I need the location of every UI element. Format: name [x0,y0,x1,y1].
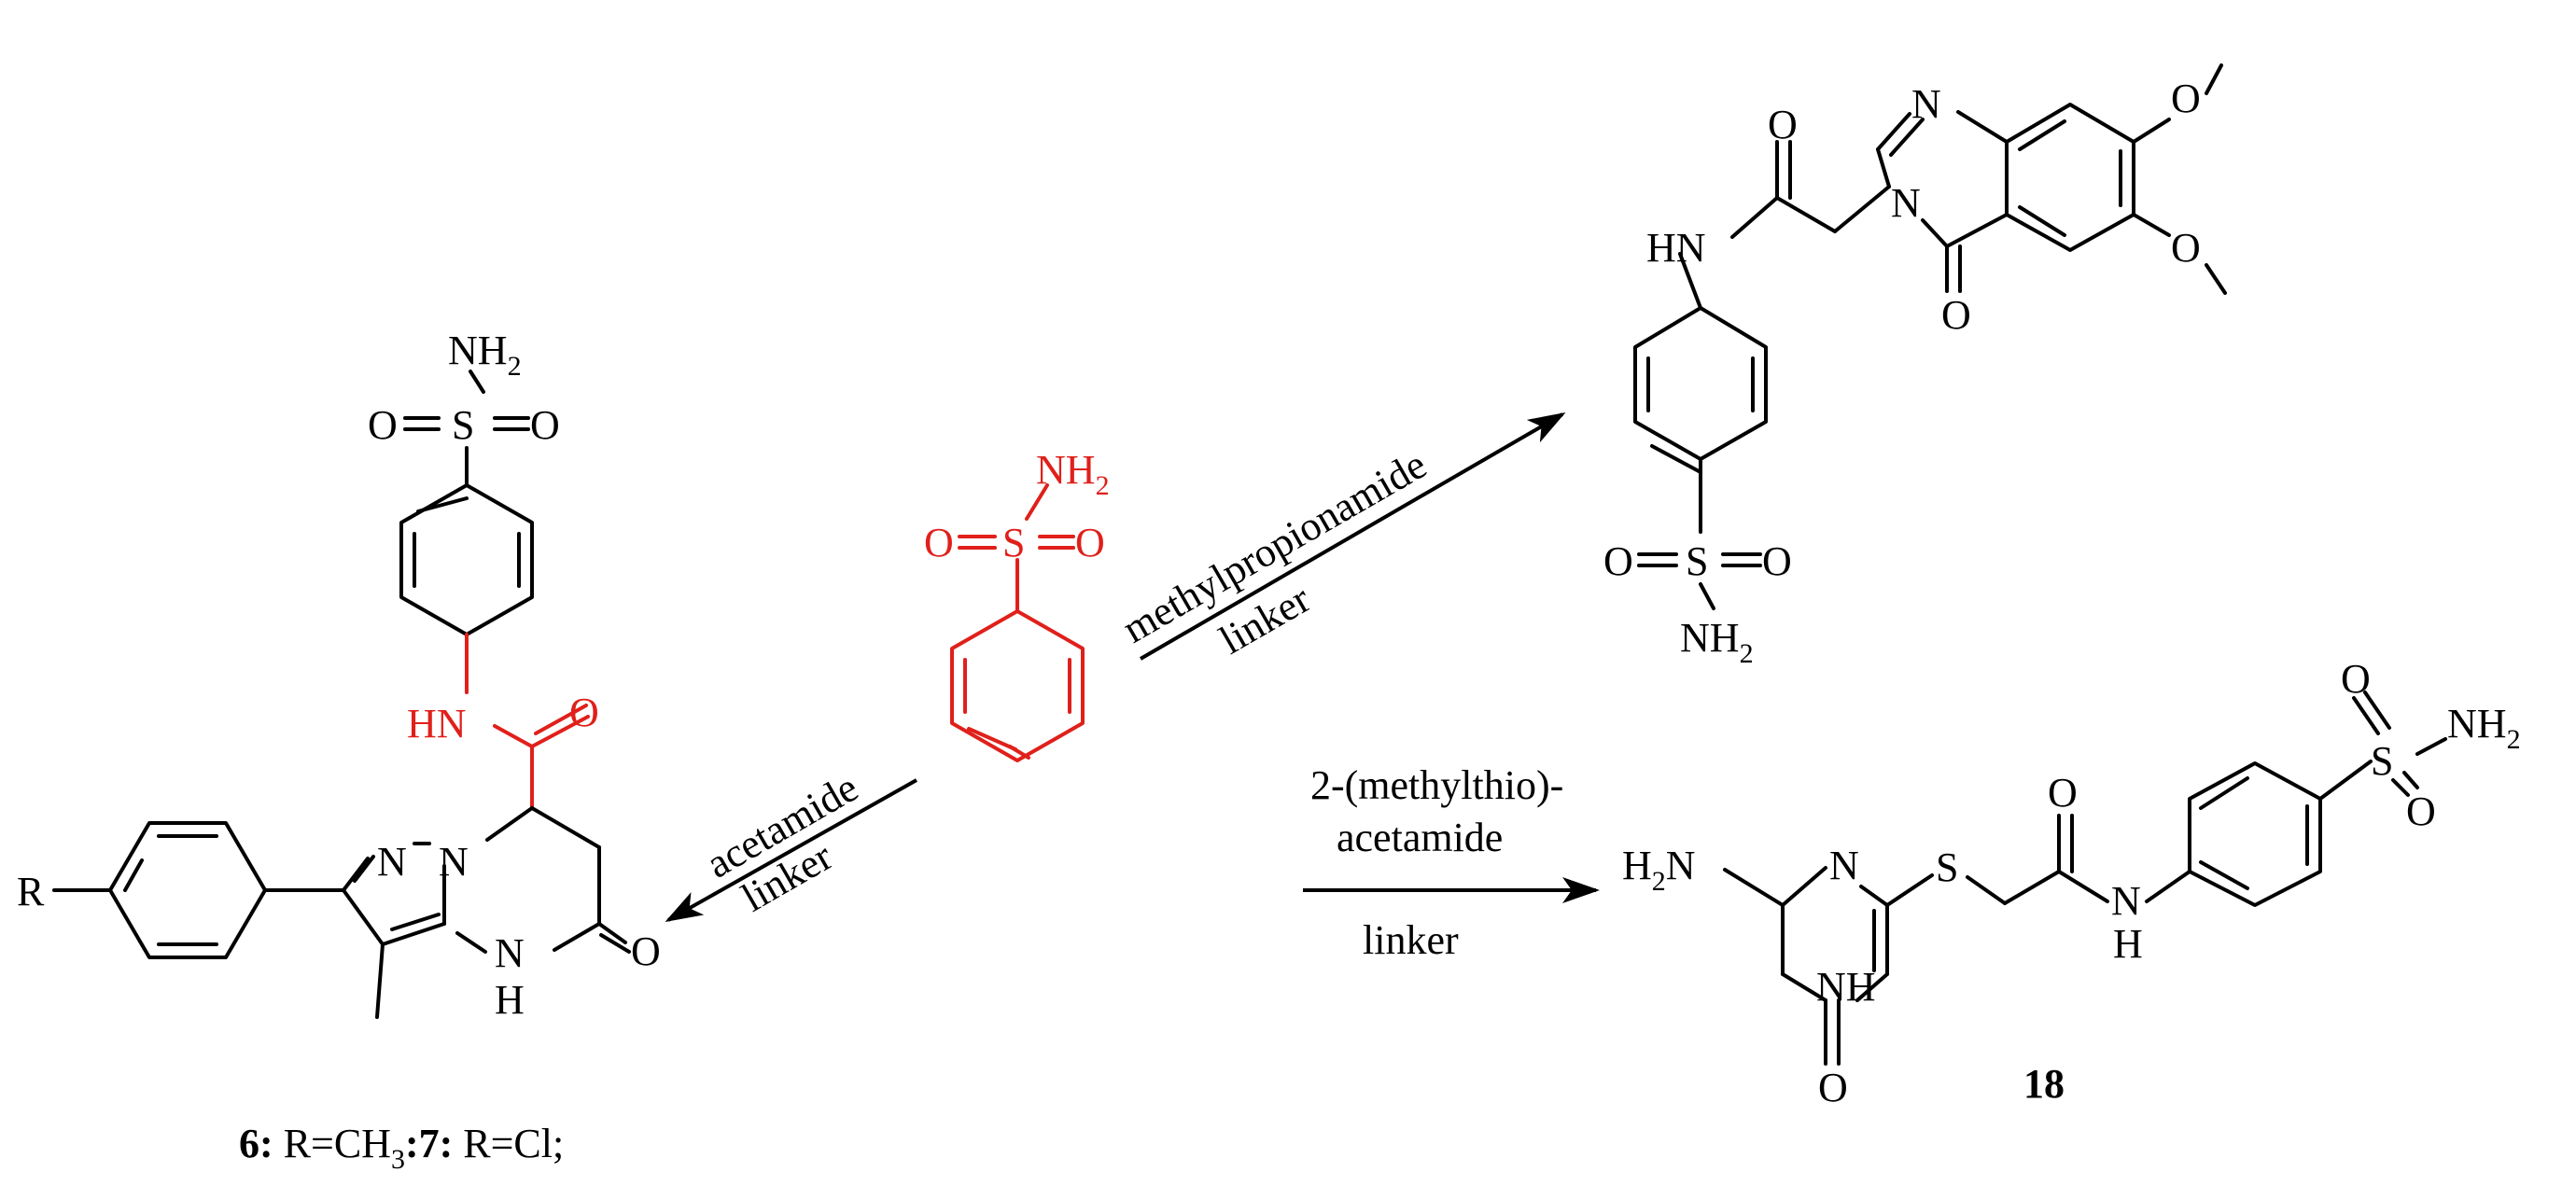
left-nh2-top: NH2 [448,328,522,382]
top-right-atoms: N O O O HN N O O S O NH2 [1603,76,2201,669]
br-nh: N [2111,878,2141,924]
center-o-right: O [1075,520,1105,565]
tr-o-ring: O [1941,292,1971,338]
arrow-methylthio-linker: linker [1363,917,1459,963]
br-compound-label: 18 [2023,1061,2065,1107]
left-caption: 6: R=CH3:7: R=Cl; [239,1121,564,1175]
arrow-methylthio: 2-(methylthio)- acetamide linker [1303,762,1600,963]
tr-o-left: O [1603,538,1633,584]
left-r: R [17,869,45,914]
left-core-bonds [52,806,631,1019]
center-atoms: NH2 O S O [924,447,1110,565]
bottom-right-atoms: H2N N S O N H NH O S O O NH2 18 [1622,656,2521,1110]
br-o-amide: O [2048,770,2078,816]
tr-hn: HN [1646,225,1706,271]
top-right-product: N O O O HN N O O S O NH2 [1603,63,2227,669]
tr-o-methoxy1: O [2171,76,2201,121]
left-o-left: O [368,402,398,448]
center-bonds [950,483,1085,762]
arrow-methylpropionamide-shaft [1139,412,1566,661]
center-nh2: NH2 [1036,447,1110,501]
left-atoms: NH2 O S O HN O N N N H O R 6: R=CH3:7: R… [17,328,661,1175]
left-o-amide: O [569,690,599,735]
left-n2: N [439,839,469,885]
arrow-methylthio-label: 2-(methylthio)- [1310,762,1563,808]
arrow-acetamide-shaft [665,778,917,922]
br-h2n: H2N [1622,843,1696,897]
center-o-left: O [924,520,954,565]
left-nh-ring: N [495,930,525,976]
center-benzenesulfonamide: NH2 O S O [924,447,1110,762]
br-nh2: NH2 [2447,701,2521,755]
br-o-ring: O [1818,1065,1848,1110]
left-o-right: O [530,402,560,448]
left-h-ring: H [495,977,525,1023]
tr-o-right: O [1762,538,1792,584]
top-right-bonds [1633,63,2227,610]
br-s-sulf: S [2371,738,2393,784]
arrow-methylpropionamide: methylpropionamide linker [1115,412,1566,663]
arrow-methylthio-label2: acetamide [1337,815,1503,860]
tr-nh2: NH2 [1680,615,1754,669]
center-s: S [1002,520,1025,565]
br-o-bottom: O [2406,788,2436,834]
left-n1: N [377,839,407,885]
tr-o-methoxy2: O [2171,225,2201,271]
br-nh-ring: NH [1816,964,1876,1010]
arrow-acetamide: acetamide linker [665,764,917,922]
tr-s: S [1686,538,1708,584]
br-s-link: S [1936,844,1958,890]
bottom-right-bonds [1723,691,2447,1066]
tr-n-ring: N [1891,180,1921,226]
left-s: S [452,402,474,448]
bottom-right-product: H2N N S O N H NH O S O O NH2 18 [1622,656,2521,1110]
br-o-top: O [2341,656,2371,702]
br-n-ring: N [1829,843,1859,888]
left-product: NH2 O S O HN O N N N H O R 6: R=CH3:7: R… [17,328,661,1175]
tr-n-top: N [1911,81,1941,127]
left-amide-bonds [465,633,590,810]
left-hn: HN [407,701,467,746]
left-o-ring: O [631,928,661,974]
tr-o-amide: O [1768,102,1798,147]
br-nh-h: H [2113,921,2143,967]
